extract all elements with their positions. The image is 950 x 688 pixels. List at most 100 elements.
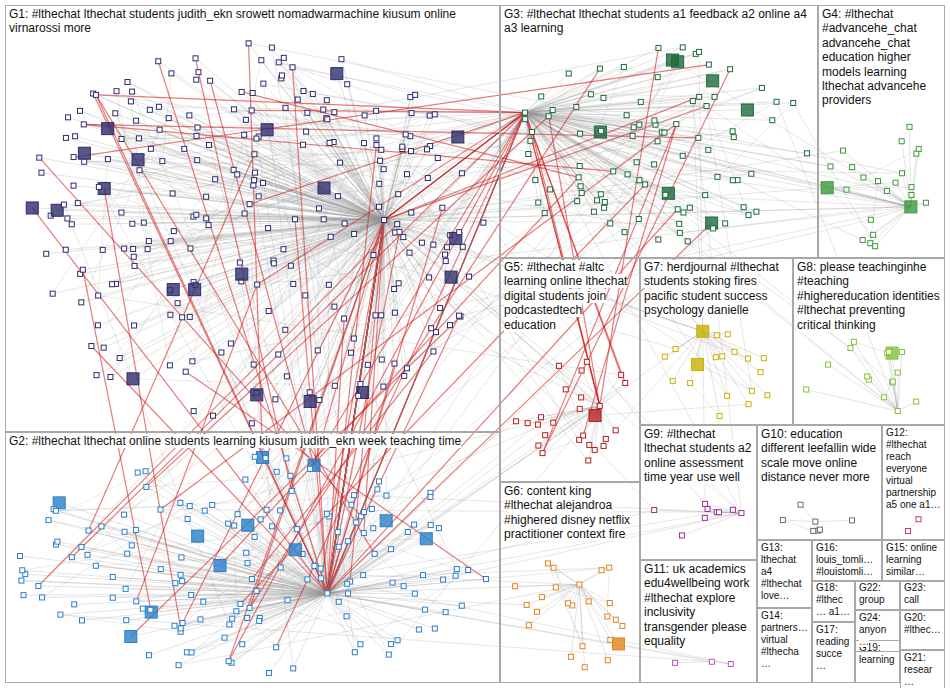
vertex <box>317 398 322 403</box>
vertex <box>79 618 84 623</box>
vertex <box>881 395 886 400</box>
vertex <box>539 595 544 600</box>
vertex-edge <box>84 124 680 232</box>
vertex <box>189 650 194 655</box>
vertex <box>720 354 725 359</box>
vertex <box>663 192 668 197</box>
vertex-edge <box>911 154 916 207</box>
vertex <box>620 623 625 628</box>
vertex <box>305 577 310 582</box>
vertex-edge <box>60 593 327 614</box>
vertex-edge <box>404 180 639 376</box>
vertex <box>381 384 386 389</box>
vertex <box>180 620 185 625</box>
vertex <box>191 409 196 414</box>
vertex <box>288 263 293 268</box>
vertex-edge <box>777 102 898 411</box>
vertex <box>741 205 746 210</box>
vertex <box>307 390 312 395</box>
vertex <box>895 370 900 375</box>
vertex <box>612 638 624 650</box>
group-panel: G18: #lthec… a1… <box>812 580 855 622</box>
vertex <box>157 127 162 132</box>
vertex <box>851 339 856 344</box>
vertex <box>124 618 129 623</box>
vertex-edge <box>703 331 727 395</box>
vertex <box>187 504 192 509</box>
vertex-edge <box>249 43 902 173</box>
vertex <box>697 94 702 99</box>
vertex-edge <box>327 113 525 594</box>
vertex-edge <box>898 352 902 411</box>
vertex <box>147 107 152 112</box>
vertex <box>376 479 381 484</box>
vertex <box>688 381 693 386</box>
group-label-wrap: G7: herdjournal #lthechat students stoki… <box>641 259 792 319</box>
group-label-wrap: G16: louis_tomli… #louistomli… <box>813 541 881 579</box>
vertex <box>728 661 733 666</box>
vertex <box>254 588 259 593</box>
vertex <box>131 254 136 259</box>
vertex <box>601 95 606 100</box>
vertex <box>717 510 722 515</box>
vertex <box>254 136 259 141</box>
vertex <box>156 59 161 64</box>
vertex <box>390 580 395 585</box>
vertex <box>586 599 591 604</box>
vertex <box>441 577 446 582</box>
vertex-edge <box>228 113 525 524</box>
vertex <box>725 393 730 398</box>
vertex <box>553 585 558 590</box>
vertex <box>172 623 177 628</box>
vertex <box>579 190 584 195</box>
vertex <box>828 164 833 169</box>
vertex-edge <box>337 74 384 220</box>
vertex <box>677 221 682 226</box>
vertex-edge <box>595 404 748 415</box>
vertex <box>805 151 810 156</box>
group-panel: G13: lthechat a4 #lthechat love… <box>757 540 812 608</box>
vertex <box>566 601 571 606</box>
vertex <box>82 159 87 164</box>
vertex <box>304 129 309 134</box>
vertex <box>96 293 101 298</box>
vertex <box>273 397 278 402</box>
group-label: G10: education different leefallin wide … <box>761 427 876 484</box>
vertex <box>206 223 211 228</box>
vertex <box>252 178 257 183</box>
vertex-edge <box>579 584 607 616</box>
vertex <box>79 544 84 549</box>
vertex <box>278 508 283 513</box>
vertex <box>817 527 822 532</box>
vertex <box>119 136 124 141</box>
vertex <box>324 511 329 516</box>
vertex <box>528 138 533 143</box>
vertex <box>325 591 330 596</box>
vertex <box>226 659 231 664</box>
vertex-edge <box>334 47 682 112</box>
vertex <box>754 209 759 214</box>
vertex <box>577 406 582 411</box>
vertex <box>467 274 472 279</box>
vertex <box>890 380 895 385</box>
vertex-edge <box>783 520 813 531</box>
vertex-edge <box>84 124 699 137</box>
vertex <box>513 584 518 589</box>
vertex <box>895 408 900 413</box>
vertex <box>252 534 257 539</box>
vertex-edge <box>38 220 384 586</box>
vertex <box>339 57 344 62</box>
vertex <box>655 139 660 144</box>
vertex <box>432 112 437 117</box>
vertex <box>848 345 853 350</box>
vertex <box>432 626 437 631</box>
vertex <box>324 98 329 103</box>
vertex <box>524 602 529 607</box>
vertex <box>238 601 243 606</box>
group-label-wrap: G24: anyon… <box>856 611 899 649</box>
vertex <box>26 202 38 214</box>
vertex-edge <box>84 162 902 173</box>
vertex <box>255 282 260 287</box>
vertex <box>231 107 236 112</box>
vertex-edge <box>293 593 327 668</box>
